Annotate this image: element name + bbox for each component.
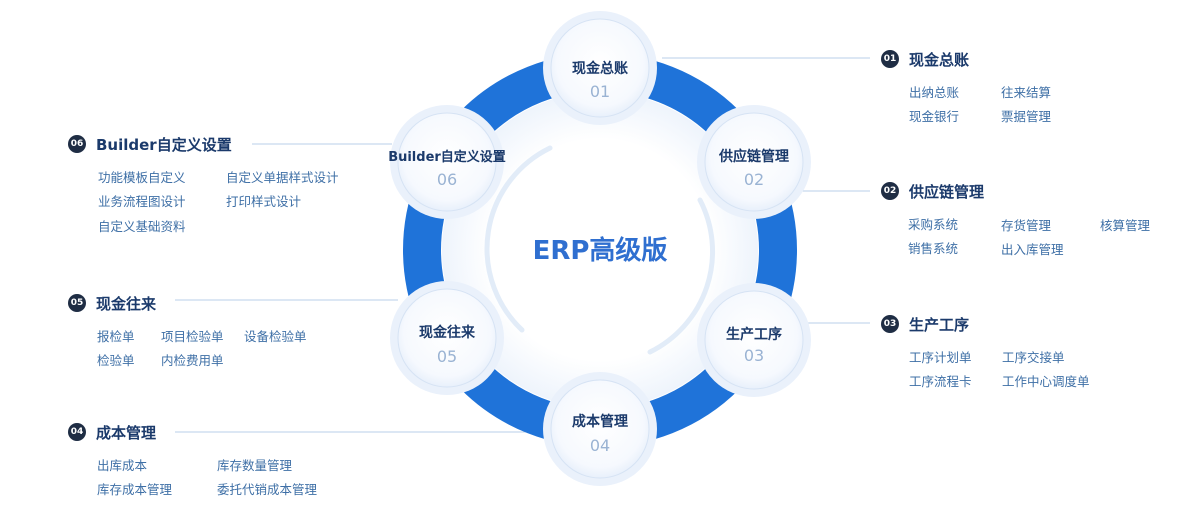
node-04-num: 04 <box>590 436 610 455</box>
module-05-title: 现金往来 <box>96 294 157 313</box>
node-06: Builder自定义设置 06 <box>388 105 506 219</box>
module-05-item: 检验单 <box>97 353 135 368</box>
module-03-item: 工序流程卡 <box>909 374 972 389</box>
node-02-title: 供应链管理 <box>718 148 789 165</box>
module-06-item: 业务流程图设计 <box>98 194 186 209</box>
node-01-num: 01 <box>590 82 610 101</box>
node-06-title: Builder自定义设置 <box>388 149 506 165</box>
badge-01: 01 <box>881 50 899 68</box>
node-03-num: 03 <box>744 346 764 365</box>
node-05-num: 05 <box>437 347 457 366</box>
module-01-item: 现金银行 <box>909 109 960 124</box>
module-02-item: 核算管理 <box>1100 218 1151 233</box>
module-01-item: 出纳总账 <box>909 85 960 100</box>
inner-arc-left <box>484 145 553 333</box>
module-04-item: 库存成本管理 <box>97 482 173 497</box>
module-06-item: 功能模板自定义 <box>98 170 186 185</box>
node-05-title: 现金往来 <box>419 324 476 341</box>
node-04: 成本管理 04 <box>543 372 657 486</box>
module-06-item: 自定义单据样式设计 <box>226 170 339 185</box>
node-04-title: 成本管理 <box>572 413 628 430</box>
module-02-title: 供应链管理 <box>909 182 985 201</box>
node-03: 生产工序 03 <box>697 283 811 397</box>
module-03-item: 工作中心调度单 <box>1002 374 1090 389</box>
module-05-item: 项目检验单 <box>161 329 224 344</box>
module-01-item: 往来结算 <box>1001 85 1052 100</box>
module-04-item: 委托代销成本管理 <box>217 482 318 497</box>
badge-06: 06 <box>68 135 86 153</box>
badge-04: 04 <box>68 423 86 441</box>
module-01-title: 现金总账 <box>909 50 970 69</box>
node-06-num: 06 <box>437 170 457 189</box>
module-02: 02 供应链管理 采购系统 存货管理 核算管理 销售系统 出入库管理 <box>881 180 1181 258</box>
module-04: 04 成本管理 出库成本 库存数量管理 库存成本管理 委托代销成本管理 <box>68 421 368 499</box>
badge-05: 05 <box>68 294 86 312</box>
module-06-title: Builder自定义设置 <box>96 135 232 154</box>
module-05-item: 内检费用单 <box>161 353 224 368</box>
module-03-item: 工序计划单 <box>909 350 972 365</box>
module-01: 01 现金总账 出纳总账 往来结算 现金银行 票据管理 <box>881 48 1121 126</box>
connector-lines <box>175 57 870 433</box>
module-05-item: 设备检验单 <box>244 329 307 344</box>
node-02: 供应链管理 02 <box>697 105 811 219</box>
inner-arc-right <box>647 197 716 355</box>
node-01: 现金总账 01 <box>543 11 657 125</box>
module-03-title: 生产工序 <box>909 315 970 334</box>
module-02-item: 出入库管理 <box>1001 242 1064 257</box>
module-06-item: 自定义基础资料 <box>98 219 186 234</box>
module-03: 03 生产工序 工序计划单 工序交接单 工序流程卡 工作中心调度单 <box>881 313 1121 391</box>
node-01-title: 现金总账 <box>572 60 628 77</box>
module-03-item: 工序交接单 <box>1002 350 1065 365</box>
module-04-item: 库存数量管理 <box>217 458 293 473</box>
center-title: ERP高级版 <box>533 235 668 266</box>
module-04-item: 出库成本 <box>97 458 148 473</box>
module-05-item: 报检单 <box>97 329 135 344</box>
badge-03: 03 <box>881 315 899 333</box>
module-06: 06 Builder自定义设置 功能模板自定义 自定义单据样式设计 业务流程图设… <box>68 133 388 235</box>
module-02-item: 销售系统 <box>908 241 959 256</box>
module-01-item: 票据管理 <box>1001 109 1052 124</box>
module-06-item: 打印样式设计 <box>226 194 302 209</box>
module-02-item: 采购系统 <box>908 217 959 232</box>
module-05: 05 现金往来 报检单 项目检验单 设备检验单 检验单 内检费用单 <box>68 292 368 370</box>
node-02-num: 02 <box>744 170 764 189</box>
node-05: 现金往来 05 <box>390 281 504 395</box>
module-04-title: 成本管理 <box>96 423 157 442</box>
badge-02: 02 <box>881 182 899 200</box>
module-02-item: 存货管理 <box>1001 218 1052 233</box>
node-03-title: 生产工序 <box>726 326 782 343</box>
